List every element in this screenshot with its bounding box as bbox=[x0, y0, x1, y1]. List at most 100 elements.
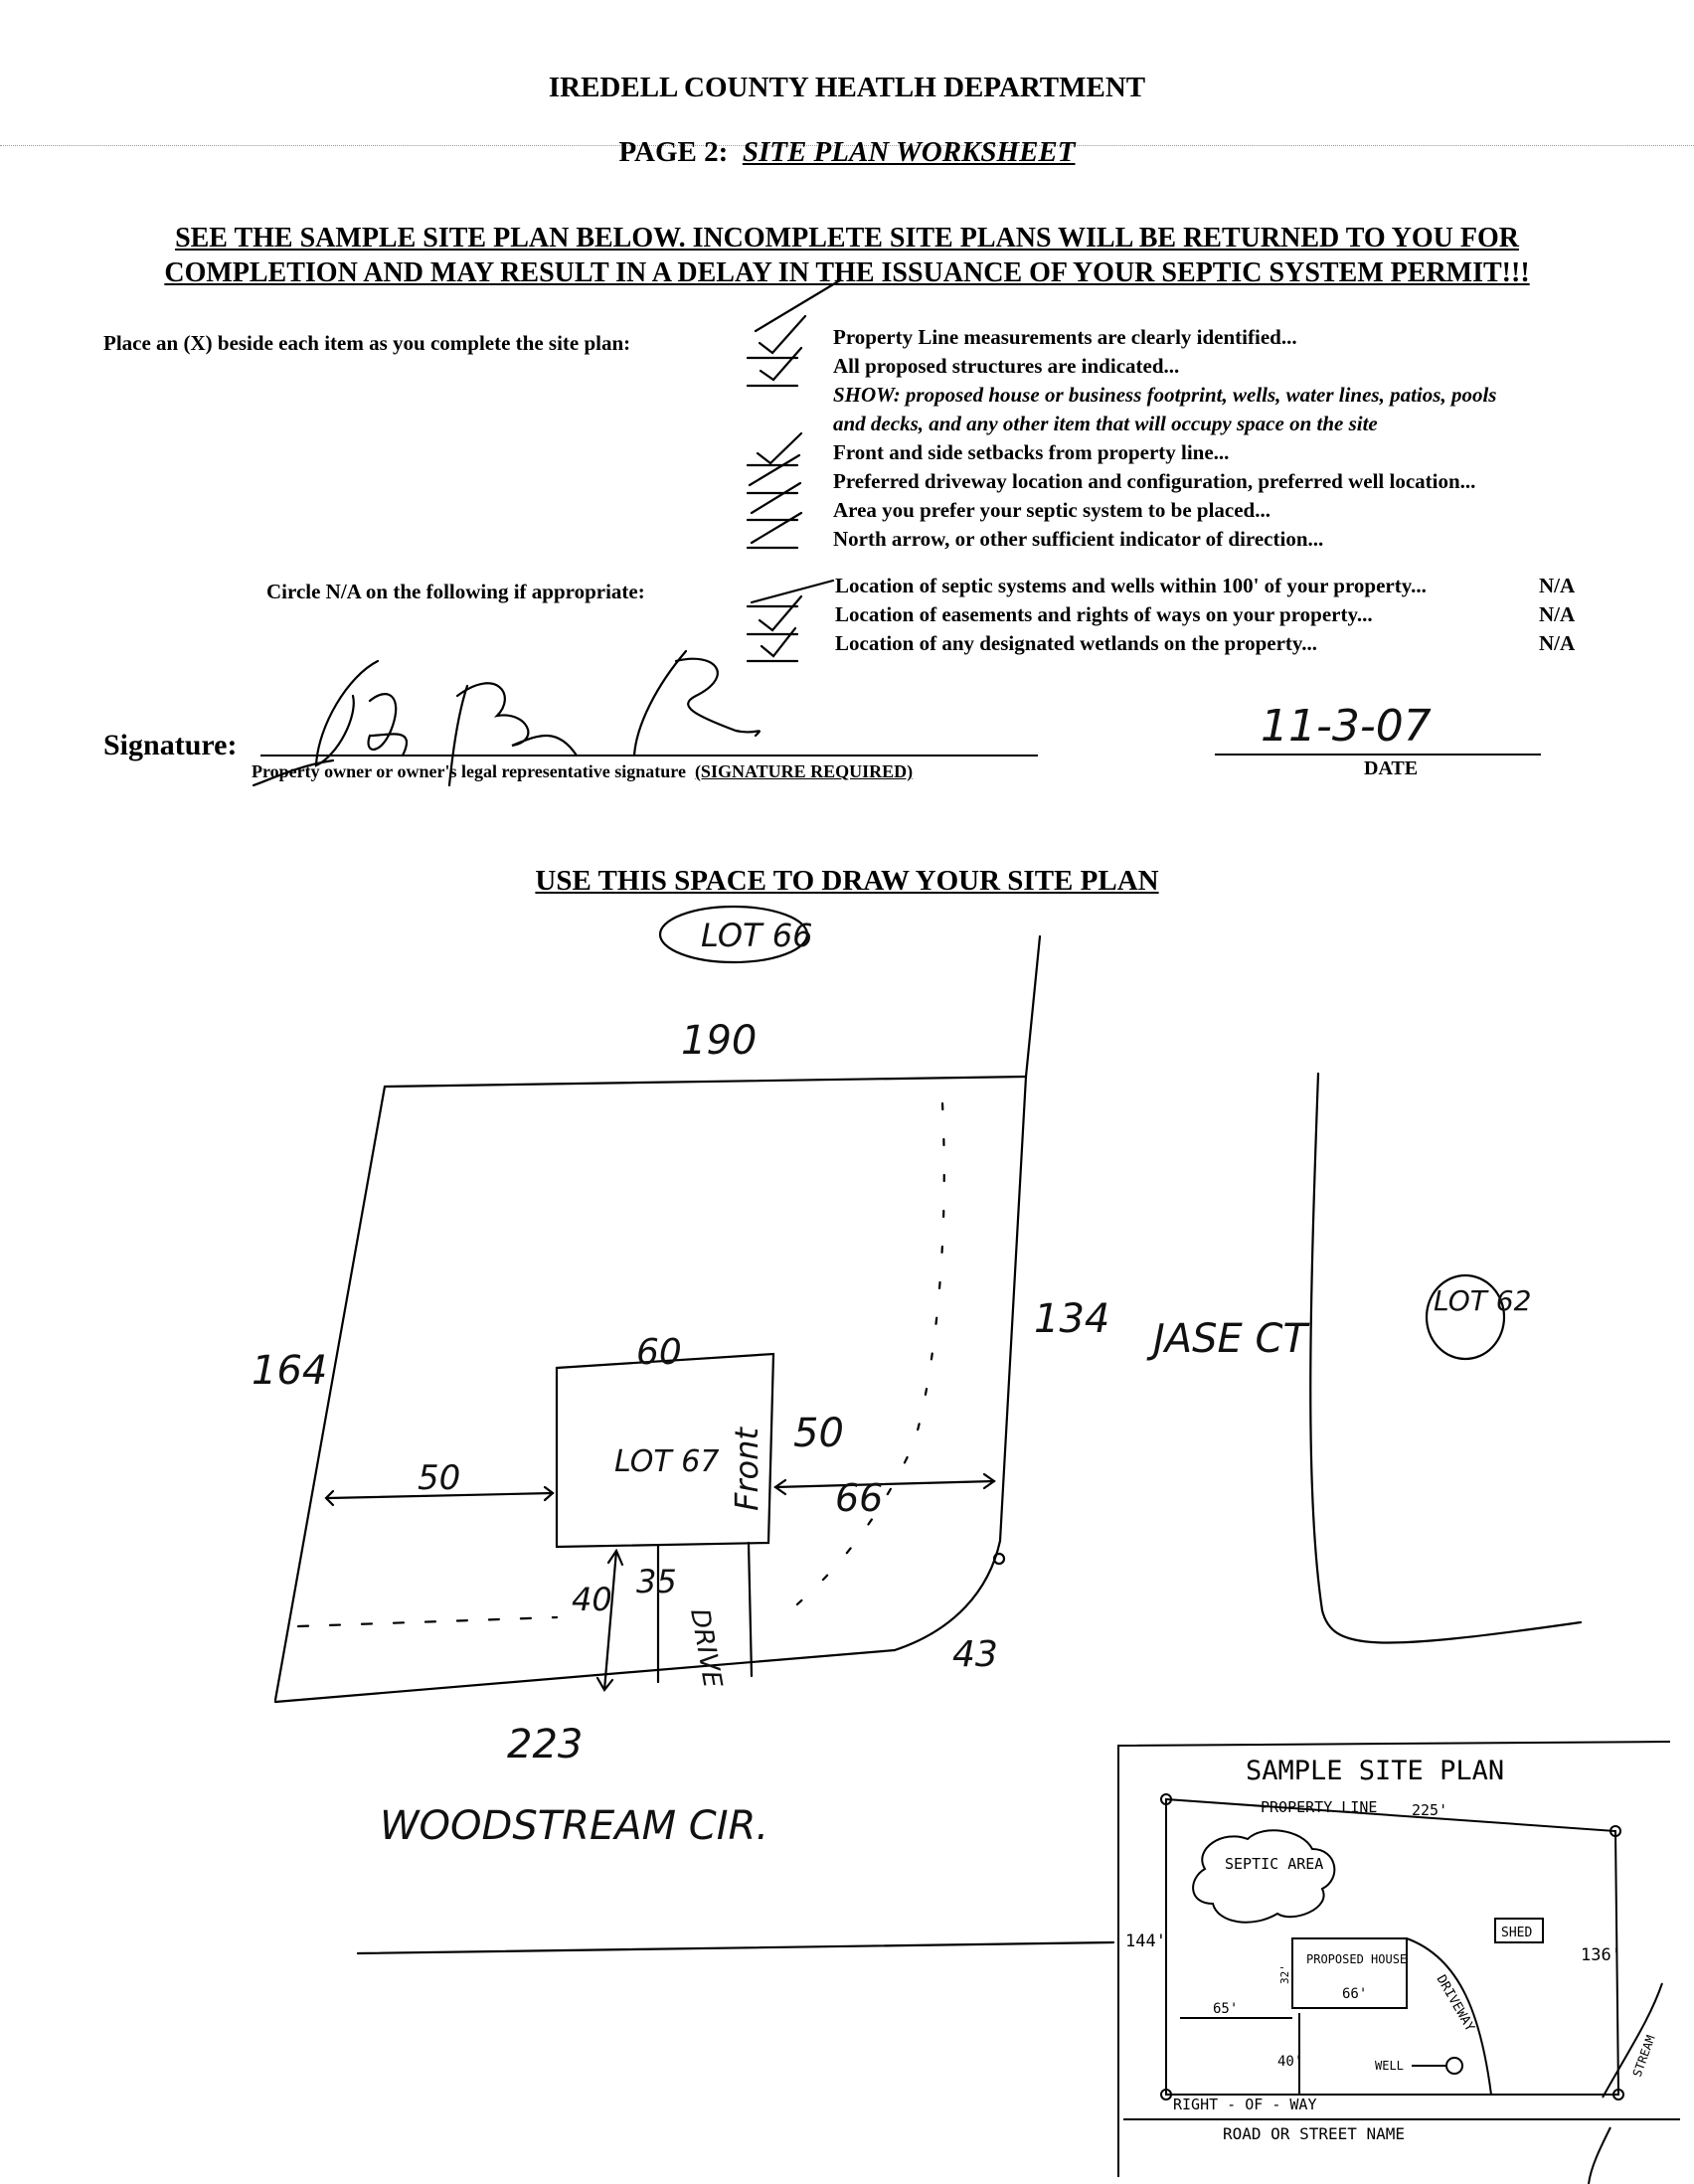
street-side-label: JASE CT bbox=[1146, 1316, 1310, 1362]
right-setback-arrow bbox=[773, 1479, 996, 1489]
sample-front-setback: 40' bbox=[1277, 2054, 1302, 2070]
driveway-edge bbox=[747, 1541, 754, 1678]
checklist-item: Front and side setbacks from property li… bbox=[833, 440, 1230, 464]
lot-66-circle bbox=[658, 905, 809, 964]
warning-line-2: COMPLETION AND MAY RESULT IN A DELAY IN … bbox=[164, 257, 1530, 288]
checkmark-icon bbox=[750, 481, 802, 515]
top-dim-label: 190 bbox=[681, 1018, 757, 1064]
sample-well-icon bbox=[1445, 2057, 1463, 2075]
lot-62-label: LOT 62 bbox=[1434, 1284, 1531, 1317]
checklist-item: and decks, and any other item that will … bbox=[833, 412, 1378, 435]
site-plan-heading: USE THIS SPACE TO DRAW YOUR SITE PLAN bbox=[535, 865, 1159, 897]
sample-shed-label: SHED bbox=[1501, 1926, 1532, 1940]
sample-driveway-label: DRIVEWAY bbox=[1434, 1973, 1477, 2035]
warning-line-1: SEE THE SAMPLE SITE PLAN BELOW. INCOMPLE… bbox=[175, 223, 1519, 253]
arrow-head-icon bbox=[773, 1478, 787, 1496]
sample-shed bbox=[1494, 1918, 1544, 1943]
left-dim-label: 164 bbox=[252, 1348, 327, 1394]
na-option[interactable]: N/A bbox=[1539, 631, 1576, 655]
na-options: N/A N/A N/A bbox=[1539, 572, 1575, 658]
road-edge bbox=[356, 1940, 1115, 1955]
department-title: IREDELL COUNTY HEATLH DEPARTMENT bbox=[548, 72, 1146, 103]
na-instruction: Circle N/A on the following if appropria… bbox=[266, 580, 645, 603]
sample-property-line-label: PROPERTY LINE bbox=[1261, 1798, 1377, 1816]
sample-house-depth: 32' bbox=[1278, 1964, 1291, 1984]
sample-setback: 65' bbox=[1213, 2001, 1238, 2017]
na-item: Location of any designated wetlands on t… bbox=[835, 631, 1317, 655]
sample-right-dim: 136' bbox=[1581, 1945, 1621, 1965]
bottom-dim-label: 223 bbox=[507, 1722, 583, 1767]
na-item: Location of septic systems and wells wit… bbox=[835, 574, 1427, 597]
sample-row-label: RIGHT - OF - WAY bbox=[1173, 2096, 1317, 2113]
sample-house-width: 66' bbox=[1342, 1986, 1367, 2002]
property-line-left bbox=[273, 1085, 387, 1702]
signature-stroke bbox=[252, 758, 335, 787]
date-label: DATE bbox=[1364, 757, 1419, 779]
sample-road-label: ROAD OR STREET NAME bbox=[1223, 2124, 1405, 2143]
sample-septic-label: SEPTIC AREA bbox=[1225, 1855, 1323, 1873]
signature-stroke bbox=[632, 649, 688, 757]
drive-setback-label: 40 bbox=[572, 1581, 612, 1618]
na-option[interactable]: N/A bbox=[1539, 574, 1576, 597]
checkmark-icon bbox=[758, 594, 803, 632]
property-line-top bbox=[383, 1075, 1028, 1089]
signature-required: (SIGNATURE REQUIRED) bbox=[694, 761, 914, 781]
checkmark-icon bbox=[758, 314, 807, 355]
checklist-item: Preferred driveway location and configur… bbox=[833, 469, 1476, 493]
checkmark-icon bbox=[756, 431, 803, 465]
lot-66-label: LOT 66 bbox=[701, 917, 812, 954]
na-option[interactable]: N/A bbox=[1539, 602, 1576, 626]
page-subtitle: SITE PLAN WORKSHEET bbox=[742, 136, 1076, 168]
house-lot-label: LOT 67 bbox=[614, 1444, 719, 1479]
checklist-item: Property Line measurements are clearly i… bbox=[833, 325, 1297, 349]
street-bottom-label: WOODSTREAM CIR. bbox=[380, 1803, 768, 1849]
lot-62-circle bbox=[1425, 1273, 1506, 1361]
drive-width-label: 35 bbox=[636, 1563, 677, 1600]
signature-stroke bbox=[674, 657, 762, 738]
arrow-head-icon bbox=[982, 1472, 996, 1490]
signature-caption-text: Property owner or owner's legal represen… bbox=[252, 761, 686, 781]
right-dim-label: 134 bbox=[1034, 1296, 1109, 1342]
date-value: 11-3-07 bbox=[1261, 701, 1432, 752]
sample-septic-cloud bbox=[1192, 1829, 1336, 1924]
property-line-bottom bbox=[273, 1648, 897, 1704]
sample-top-dim: 225' bbox=[1412, 1801, 1447, 1819]
checklist-item: Area you prefer your septic system to be… bbox=[833, 498, 1270, 522]
property-line-right bbox=[893, 1075, 1028, 1652]
checkmark-icon bbox=[750, 511, 803, 545]
header-dotted-rule bbox=[0, 145, 1694, 146]
road-edge bbox=[1309, 1072, 1583, 1644]
signature-label: Signature: bbox=[103, 729, 238, 761]
lot-66-line bbox=[1024, 934, 1042, 1079]
checkmark-icon bbox=[748, 453, 801, 487]
na-item: Location of easements and rights of ways… bbox=[835, 602, 1373, 626]
warning-notice: SEE THE SAMPLE SITE PLAN BELOW. INCOMPLE… bbox=[119, 221, 1575, 290]
sample-title: SAMPLE SITE PLAN bbox=[1246, 1756, 1504, 1786]
corner-dim-label: 43 bbox=[952, 1634, 998, 1675]
checkmark-icon bbox=[760, 626, 797, 658]
left-setback-label: 50 bbox=[418, 1458, 460, 1498]
sample-house-label: PROPOSED HOUSE bbox=[1306, 1952, 1407, 1966]
survey-pin-icon bbox=[992, 1552, 1006, 1566]
arrow-head-icon bbox=[324, 1489, 335, 1507]
house-top-label: 60 bbox=[636, 1332, 682, 1373]
signature-stroke bbox=[314, 659, 380, 767]
checklist-item: North arrow, or other sufficient indicat… bbox=[833, 527, 1324, 551]
page-prefix: PAGE 2: bbox=[618, 136, 729, 168]
house-side-label: 50 bbox=[793, 1411, 844, 1456]
left-setback-arrow bbox=[326, 1491, 555, 1500]
sample-property-line bbox=[1165, 1797, 1620, 2096]
sample-stream bbox=[1602, 1982, 1663, 2099]
checkmark-icon bbox=[759, 346, 803, 382]
checklist-instruction: Place an (X) beside each item as you com… bbox=[103, 331, 631, 355]
sample-house bbox=[1291, 1937, 1408, 2009]
date-line bbox=[1215, 754, 1541, 756]
page-title: PAGE 2: SITE PLAN WORKSHEET bbox=[0, 136, 1694, 169]
sample-left-dim: 144' bbox=[1125, 1932, 1166, 1951]
signature-caption: Property owner or owner's legal represen… bbox=[252, 761, 913, 782]
checklist-item: All proposed structures are indicated... bbox=[833, 354, 1180, 378]
setback-dashed-line bbox=[788, 1101, 945, 1612]
